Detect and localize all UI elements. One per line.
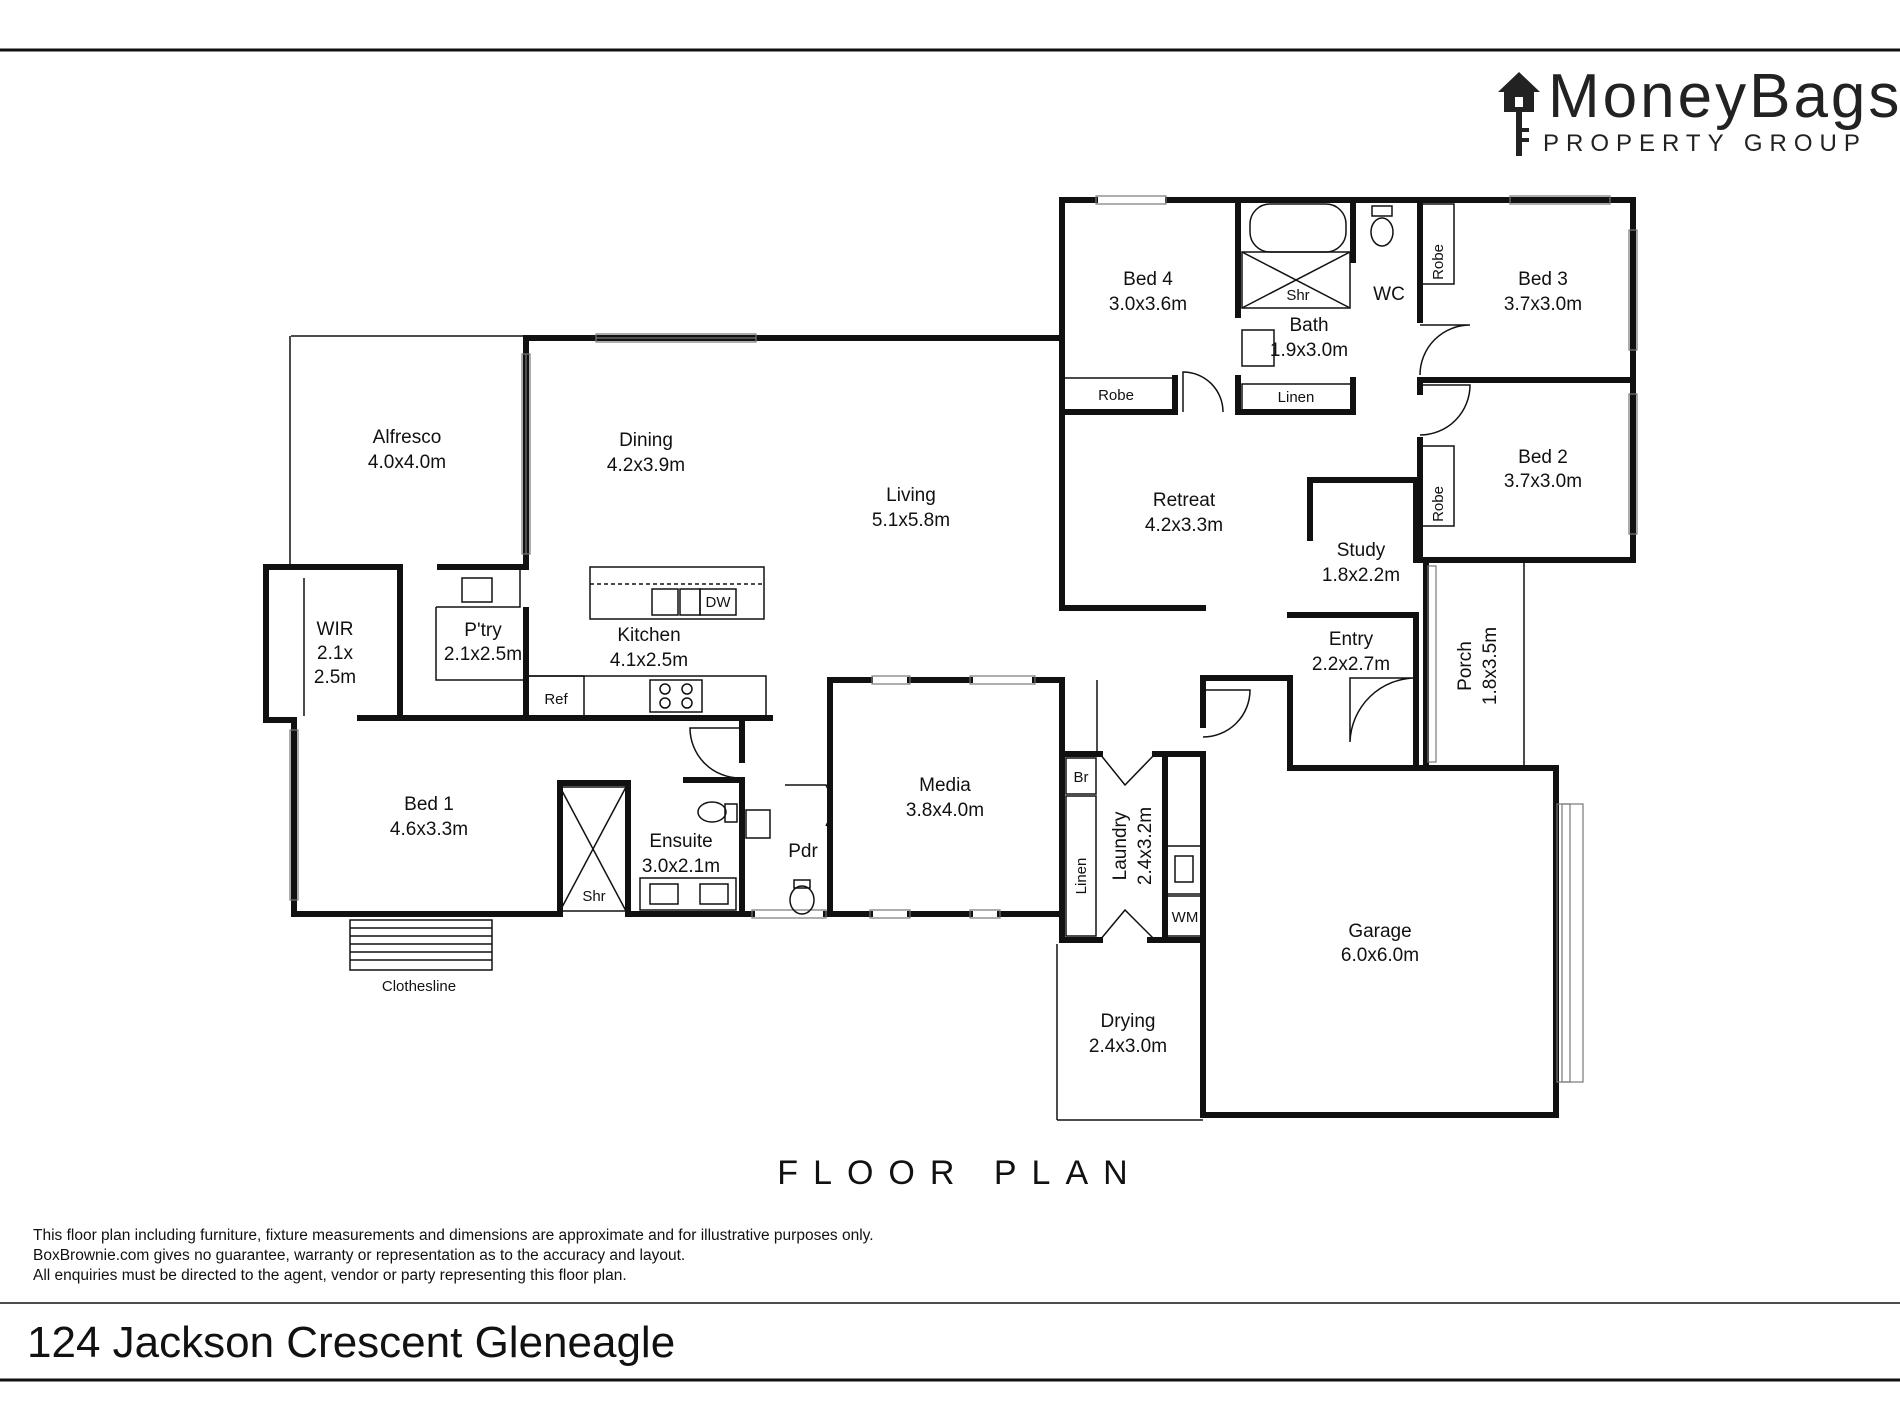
pantry-size: 2.1x2.5m [444,644,522,665]
porch-size: 1.8x3.5m [1480,627,1501,705]
bed3-size: 3.7x3.0m [1504,294,1582,315]
washing-machine-label: WM [1172,909,1199,926]
bath-shower-label: Shr [1286,287,1309,304]
dining-name: Dining [619,430,673,451]
disclaimer-line-1: This floor plan including furniture, fix… [33,1227,874,1244]
walls [263,197,1636,1118]
sink-icon [651,588,679,616]
garage-size: 6.0x6.0m [1341,945,1419,966]
fridge-label: Ref [544,691,568,708]
clothesline-icon [349,919,493,971]
wir-line-1: WIR [317,619,354,640]
bath-shower [1241,251,1351,309]
entry-size: 2.2x2.7m [1312,654,1390,675]
kitchen-name: Kitchen [617,625,680,646]
windows [289,195,1638,1121]
living-size: 5.1x5.8m [872,510,950,531]
study-name: Study [1337,540,1386,561]
bed2-size: 3.7x3.0m [1504,471,1582,492]
bed2-robe-label: Robe [1430,486,1447,522]
alfresco-size: 4.0x4.0m [368,452,446,473]
fixtures: DW Ref Shr Shr Line [303,203,1455,995]
laundry-tub-icon [1166,845,1202,895]
pantry-sink-icon [461,577,493,603]
drying-name: Drying [1101,1011,1156,1032]
pantry-name: P'try [464,620,502,641]
dining-size: 4.2x3.9m [607,455,685,476]
room-labels: Alfresco 4.0x4.0m Dining 4.2x3.9m Living… [314,269,1582,1057]
bed1-size: 4.6x3.3m [390,819,468,840]
wir-line-3: 2.5m [314,667,356,688]
bed4-robe-label: Robe [1098,387,1134,404]
bath-linen-label: Linen [1278,389,1315,406]
disclaimer-line-3: All enquiries must be directed to the ag… [33,1267,627,1284]
bed2-name: Bed 2 [1518,447,1568,468]
alfresco-name: Alfresco [373,427,442,448]
dishwasher-label: DW [706,594,732,611]
brand-logo: MoneyBags PROPERTY GROUP [1498,62,1900,157]
retreat-size: 4.2x3.3m [1145,515,1223,536]
bed3-robe-label: Robe [1430,244,1447,280]
ensuite-shower [559,786,627,912]
porch-name: Porch [1455,641,1476,691]
kitchen-size: 4.1x2.5m [610,650,688,671]
entry-name: Entry [1329,629,1374,650]
ensuite-name: Ensuite [649,831,712,852]
living-name: Living [886,485,936,506]
wir-line-2: 2.1x [317,643,353,664]
wc-name: WC [1373,284,1405,305]
garage-name: Garage [1348,921,1411,942]
bed3-name: Bed 3 [1518,269,1568,290]
brand-name: MoneyBags [1548,62,1900,131]
laundry-name: Laundry [1110,811,1131,880]
plan-title: FLOOR PLAN [777,1154,1142,1192]
clothesline-label: Clothesline [382,978,456,995]
kitchen-island [589,566,765,620]
media-name: Media [919,775,971,796]
brand-tagline: PROPERTY GROUP [1543,130,1867,157]
ensuite-size: 3.0x2.1m [642,856,720,877]
broom-cupboard-label: Br [1074,769,1089,786]
bed1-name: Bed 1 [404,794,454,815]
bath-size: 1.9x3.0m [1270,340,1348,361]
property-address: 124 Jackson Crescent Gleneagle [27,1318,675,1367]
bed4-size: 3.0x3.6m [1109,294,1187,315]
doors [689,324,1471,941]
laundry-size: 2.4x3.2m [1135,807,1156,885]
study-size: 1.8x2.2m [1322,565,1400,586]
laundry-linen-label: Linen [1073,858,1090,895]
ensuite-shower-label: Shr [582,888,605,905]
disclaimer-line-2: BoxBrownie.com gives no guarantee, warra… [33,1247,685,1264]
pdr-name: Pdr [788,841,818,862]
bed4-name: Bed 4 [1123,269,1173,290]
bath-name: Bath [1289,315,1328,336]
house-key-icon [1498,72,1540,156]
drying-size: 2.4x3.0m [1089,1036,1167,1057]
retreat-name: Retreat [1153,490,1216,511]
media-size: 3.8x4.0m [906,800,984,821]
cooktop-icon [649,679,703,713]
bathtub-icon [1249,203,1347,253]
